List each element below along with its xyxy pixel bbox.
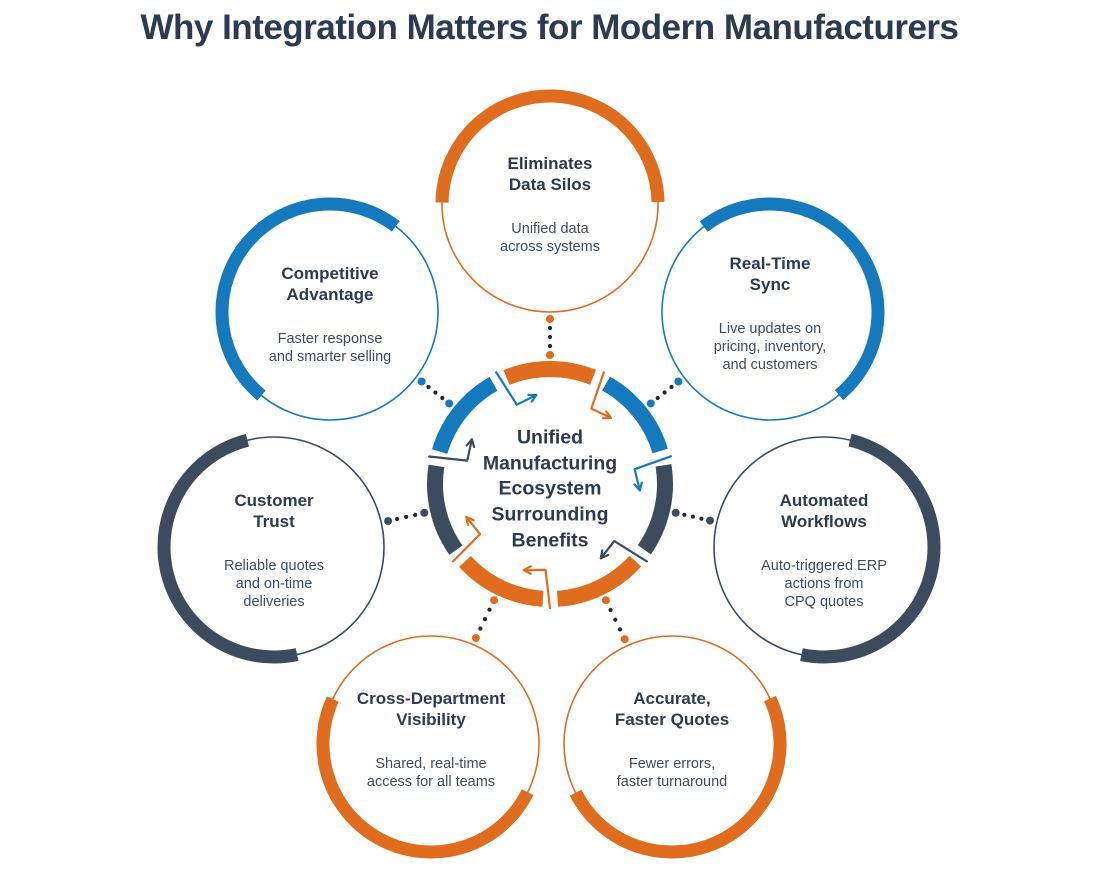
connector-dot <box>547 343 553 349</box>
node-circle-eliminates-data-silos <box>435 89 665 319</box>
connector-dot <box>395 516 400 522</box>
connector-dot <box>433 390 438 395</box>
connector-competitive-advantage <box>417 377 454 408</box>
flow-arrow <box>428 438 476 462</box>
connector-dot <box>404 514 409 520</box>
connector-dot <box>384 517 393 526</box>
node-ring-thick-arc <box>157 430 391 664</box>
node-ring-thick-arc <box>215 197 445 427</box>
connector-dot <box>445 399 454 408</box>
connector-dot <box>669 384 674 390</box>
connector-dot <box>426 384 431 390</box>
node-ring-thick-arc <box>557 629 787 859</box>
node-circle-competitive-advantage <box>215 197 445 427</box>
ring-segment-customer-trust <box>426 360 673 607</box>
node-circle-automated-workflows <box>707 430 941 664</box>
connector-dot <box>420 508 429 517</box>
flow-arrow <box>495 371 538 406</box>
connector-dot <box>608 607 613 613</box>
connector-dot <box>690 514 696 519</box>
connector-dot <box>617 627 623 632</box>
connector-dot <box>490 596 499 605</box>
connector-dot <box>699 516 704 521</box>
ring-segment-cross-department-visibility <box>427 361 674 607</box>
node-circle-customer-trust <box>157 430 391 664</box>
flow-arrow <box>590 371 613 420</box>
connector-dot <box>547 334 553 340</box>
connector-dot <box>674 377 683 386</box>
connector-dot <box>471 634 480 642</box>
connector-dot <box>482 617 488 622</box>
node-ring-thick-arc <box>707 430 941 664</box>
node-ring-thick-arc <box>435 89 665 319</box>
node-ring-thick-arc <box>655 197 885 427</box>
flow-arrow <box>599 540 648 563</box>
connector-eliminates-data-silos <box>546 315 554 359</box>
connector-dot <box>601 596 610 605</box>
connector-dot <box>706 516 714 525</box>
connector-dot <box>478 626 483 631</box>
connector-dot <box>655 395 660 401</box>
connector-dot <box>547 325 553 331</box>
connector-dot <box>613 617 618 622</box>
flow-arrow <box>522 565 552 610</box>
page-title: Why Integration Matters for Modern Manuf… <box>140 8 959 47</box>
node-circle-cross-department-visibility <box>316 629 546 859</box>
ring-segment-accurate-faster-quotes <box>427 361 673 607</box>
connector-dot <box>487 607 492 612</box>
connector-cross-department-visibility <box>471 596 499 642</box>
ring-segment-competitive-advantage <box>427 361 673 607</box>
connector-dot <box>417 377 426 386</box>
connector-dot <box>620 635 629 644</box>
flow-arrow <box>452 516 482 563</box>
connector-dot <box>546 351 554 359</box>
connector-dot <box>440 395 445 401</box>
connector-dot <box>413 512 418 518</box>
ring-segment-real-time-sync <box>427 361 673 607</box>
connector-real-time-sync <box>646 377 683 408</box>
connector-accurate-faster-quotes <box>601 596 629 644</box>
ring-segment-eliminates-data-silos <box>427 361 673 607</box>
flow-arrow <box>633 455 672 492</box>
ring-segment-automated-workflows <box>427 361 673 607</box>
connector-dot <box>662 390 667 395</box>
connector-dot <box>646 399 655 408</box>
connector-dot <box>682 512 687 517</box>
connector-customer-trust <box>384 508 429 526</box>
connector-dot <box>546 315 554 323</box>
node-circle-real-time-sync <box>655 197 885 427</box>
connector-automated-workflows <box>671 508 714 525</box>
connector-dot <box>671 508 680 517</box>
node-circle-accurate-faster-quotes <box>557 629 787 859</box>
